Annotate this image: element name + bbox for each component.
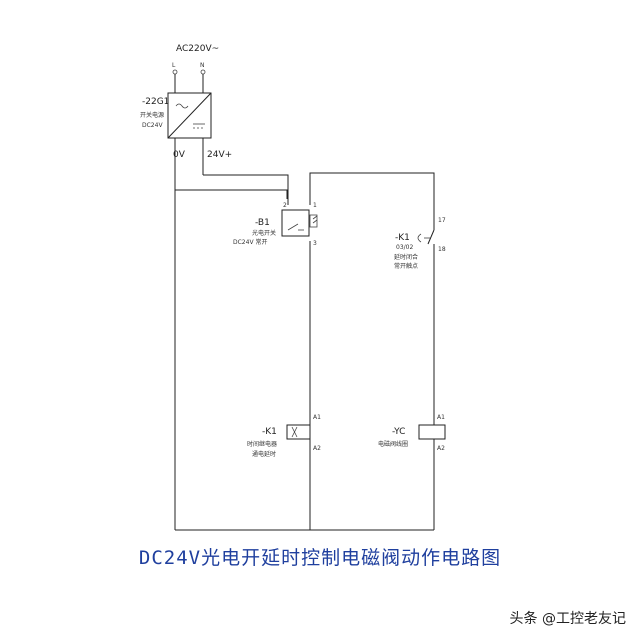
sensor-spec: DC24V 常开 [233, 238, 267, 246]
contact-sub: 03/02 [396, 244, 413, 251]
contact-name-2: 常开触点 [394, 262, 418, 270]
terminal-n-dot [200, 69, 206, 75]
valve-coil-symbol [418, 413, 446, 530]
wire-24v-to-sensor [203, 174, 289, 205]
sensor-pin-3: 3 [313, 240, 317, 247]
diagram-caption: DC24V光电开延时控制电磁阀动作电路图 [138, 547, 502, 569]
sensor-pin-1: 1 [313, 202, 317, 209]
photo-switch-symbol [281, 209, 318, 237]
psu-out-0v: 0V [173, 150, 186, 160]
relay-name-2: 通电延时 [252, 450, 276, 458]
time-relay-coil-symbol [286, 424, 311, 440]
valve-name: 电磁阀线圈 [378, 440, 408, 448]
source-watermark: 头条 @工控老友记 [509, 611, 626, 627]
psu-tag: -22G1 [142, 97, 169, 107]
contact-tag: -K1 [395, 233, 410, 243]
contact-pin-18: 18 [438, 246, 446, 253]
bus-0v-top [175, 189, 288, 199]
sensor-pin-2: 2 [283, 202, 287, 209]
valve-tag: -YC [392, 427, 405, 437]
relay-tag: -K1 [262, 427, 277, 437]
contact-pin-17: 17 [438, 217, 446, 224]
psu-out-24v: 24V+ [207, 150, 232, 160]
relay-name-1: 时间继电器 [247, 440, 277, 448]
psu-name: 开关电源 [140, 111, 164, 119]
valve-pin-a1: A1 [437, 414, 445, 421]
contact-name-1: 延时闭合 [394, 253, 418, 261]
supply-label: AC220V~ [176, 44, 219, 54]
delay-contact-symbol [417, 220, 435, 413]
valve-pin-a2: A2 [437, 445, 445, 452]
sensor-name: 光电开关 [252, 229, 276, 237]
relay-pin-a1: A1 [313, 414, 321, 421]
relay-pin-a2: A2 [313, 445, 321, 452]
power-supply-symbol [167, 92, 212, 139]
terminal-l-dot [172, 69, 178, 75]
psu-spec: DC24V [142, 122, 163, 129]
sensor-tag: -B1 [255, 218, 270, 228]
terminal-n-label: N [200, 62, 205, 69]
bus-24v-top [309, 172, 435, 220]
terminal-l-label: L [172, 62, 176, 69]
